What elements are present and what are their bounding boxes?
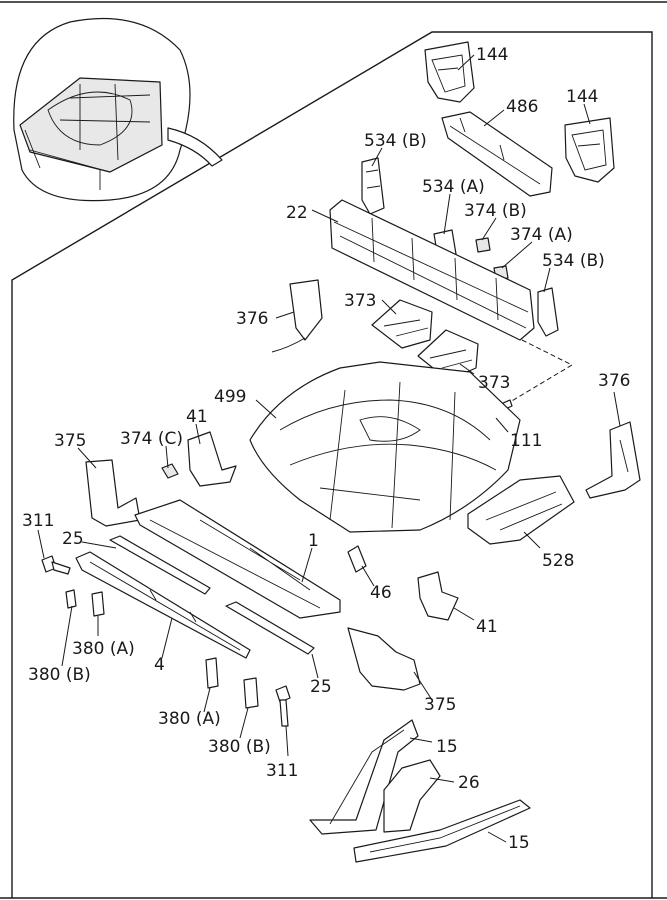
floor-panel-499 [249,361,521,533]
label-25-top: 25 [62,529,84,549]
bracket-46 [347,545,367,573]
label-311-top: 311 [22,511,54,531]
label-15-top: 15 [436,737,458,757]
label-4: 4 [154,655,165,675]
label-41-right: 41 [476,617,498,637]
pad-374b [475,237,491,253]
label-374b: 374 (B) [464,201,527,221]
rail-25-bottom [225,601,315,655]
label-380a-left: 380 (A) [72,639,135,659]
label-534b-right: 534 (B) [542,251,605,271]
label-534a: 534 (A) [422,177,485,197]
vehicle-thumbnail [13,17,223,202]
member-15-left [309,719,419,835]
label-311-bottom: 311 [266,761,298,781]
label-144-right: 144 [566,87,598,107]
member-15-right [353,799,531,863]
bracket-375-top [85,459,141,527]
bolt-311-top [41,555,71,575]
nut-374c [161,463,179,479]
crossmember-22 [329,199,535,341]
rail-1 [134,499,341,619]
label-144-left: 144 [476,45,508,65]
leader-lines [37,54,621,843]
bracket-41-right [417,571,459,621]
label-373-top: 373 [344,291,376,311]
label-380a-bottom: 380 (A) [158,709,221,729]
panel-528 [467,475,575,545]
bracket-376-left [271,279,323,353]
label-375-top: 375 [54,431,86,451]
rail-25-top [109,535,211,595]
bracket-534b-right [537,287,559,337]
bracket-380a-bottom [205,657,219,689]
label-1: 1 [308,531,319,551]
assembly-line [509,339,574,403]
label-375-bottom: 375 [424,695,456,715]
label-111: 111 [510,431,542,451]
callout-frame [11,31,653,898]
bracket-534b-top [361,157,385,215]
bracket-380b-left [65,589,77,609]
label-374a: 374 (A) [510,225,573,245]
bracket-26 [383,759,441,833]
bracket-41-top [187,431,237,487]
bracket-380a-left [91,591,105,617]
label-26: 26 [458,773,480,793]
label-380b-bottom: 380 (B) [208,737,271,757]
label-528: 528 [542,551,574,571]
bracket-376-right [585,421,641,499]
label-376-left: 376 [236,309,268,329]
label-22: 22 [286,203,308,223]
label-373-bottom: 373 [478,373,510,393]
bracket-144-left [424,41,475,103]
member-4 [75,551,251,659]
bolt-311-bottom [275,685,291,727]
label-486: 486 [506,97,538,117]
label-499: 499 [214,387,246,407]
label-534b-top: 534 (B) [364,131,427,151]
label-46: 46 [370,583,392,603]
label-15-bottom: 15 [508,833,530,853]
bracket-380b-bottom [243,677,259,709]
label-25-bottom: 25 [310,677,332,697]
label-41-top: 41 [186,407,208,427]
rail-486 [441,111,553,197]
label-374c: 374 (C) [120,429,183,449]
bracket-375-bottom [347,627,421,691]
bracket-373-upper [371,299,433,349]
label-380b-left: 380 (B) [28,665,91,685]
label-376-right: 376 [598,371,630,391]
bracket-144-right [564,117,615,183]
